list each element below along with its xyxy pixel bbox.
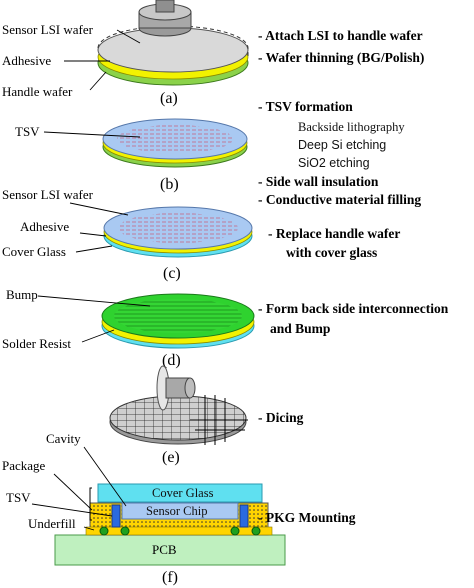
- step-b: TSV (b) - TSV formation Backside lithogr…: [15, 99, 421, 207]
- step-a: Sensor LSI wafer Adhesive Handle wafer (…: [2, 0, 424, 107]
- label-sensor-lsi-wafer-a: Sensor LSI wafer: [2, 22, 94, 37]
- step-c: Sensor LSI wafer Adhesive Cover Glass (c…: [2, 187, 400, 282]
- leader-resist-d: [81, 329, 115, 343]
- leader-cavity-f: [83, 446, 127, 507]
- note-e-1: - Dicing: [258, 410, 304, 425]
- label-sensor-lsi-wafer-c: Sensor LSI wafer: [2, 187, 94, 202]
- note-a-1: - Attach LSI to handle wafer: [258, 28, 423, 43]
- solder-bump: [251, 526, 261, 536]
- dicing-spindle-end: [184, 377, 196, 399]
- label-adhesive-a: Adhesive: [2, 53, 51, 68]
- step-d: Bump Solder Resist (d) - Form back side …: [2, 287, 449, 369]
- note-b-2: - Side wall insulation: [258, 174, 379, 189]
- label-cavity-f: Cavity: [46, 431, 81, 446]
- leader-underfill-f: [83, 526, 95, 531]
- note-c-2: with cover glass: [286, 245, 377, 260]
- tsv-post: [111, 504, 121, 528]
- label-pcb-f: PCB: [152, 542, 177, 557]
- solder-bump: [230, 526, 240, 536]
- caption-a: (a): [160, 90, 178, 107]
- leader-handle-a: [89, 71, 107, 91]
- pcb: [54, 534, 286, 566]
- subnote-b-3: SiO2 etching: [298, 156, 370, 170]
- caption-e: (e): [162, 449, 180, 466]
- cover-glass-f: [97, 483, 263, 503]
- solder-bump: [120, 526, 130, 536]
- note-d-2: and Bump: [270, 321, 330, 336]
- caption-b: (b): [160, 176, 179, 193]
- leader-sensor-a: [116, 29, 141, 44]
- note-b-1: - TSV formation: [258, 99, 353, 114]
- note-b-3: - Conductive material filling: [258, 192, 421, 207]
- label-sensor-chip-f: Sensor Chip: [146, 504, 207, 518]
- label-adhesive-c: Adhesive: [20, 219, 69, 234]
- leader-tsv-b: [43, 131, 141, 138]
- leader-tsv-f: [31, 503, 113, 517]
- label-package-f: Package: [2, 458, 46, 473]
- subnote-b-1: Backside lithography: [298, 120, 405, 134]
- diced-wafer-e: [109, 395, 247, 441]
- leader-sensor-c: [69, 202, 129, 216]
- leader-cover-c: [75, 245, 113, 253]
- label-tsv-b: TSV: [15, 124, 40, 139]
- note-a-2: - Wafer thinning (BG/Polish): [258, 50, 424, 65]
- leader-adhesive-c: [79, 232, 107, 237]
- tsv-pattern-c: [118, 213, 238, 243]
- sensor-chip: [121, 502, 239, 520]
- subnote-b-2: Deep Si etching: [298, 138, 386, 152]
- label-tsv-f: TSV: [6, 490, 31, 505]
- label-underfill-f: Underfill: [28, 516, 76, 531]
- caption-c: (c): [163, 265, 181, 282]
- solder-bump: [99, 526, 109, 536]
- underfill-layer: [85, 526, 273, 536]
- label-bump-d: Bump: [6, 287, 38, 302]
- label-cover-glass-f: Cover Glass: [152, 486, 214, 500]
- caption-d: (d): [162, 352, 181, 369]
- leader-bump-d: [37, 295, 151, 307]
- note-c-1: - Replace handle wafer: [268, 226, 400, 241]
- tsv-pattern-b: [117, 125, 233, 153]
- leader-package-f: [53, 473, 93, 511]
- chuck-shaft: [155, 0, 175, 13]
- tsv-post: [239, 504, 249, 528]
- label-handle-wafer-a: Handle wafer: [2, 84, 73, 99]
- cavity-bracket: [89, 487, 92, 521]
- step-e: (e) - Dicing: [109, 365, 304, 466]
- bump-array-d: [114, 299, 242, 333]
- note-d-1: - Form back side interconnection: [258, 301, 449, 316]
- label-cover-glass-c: Cover Glass: [2, 244, 66, 259]
- note-f-1: - PKG Mounting: [258, 510, 356, 525]
- label-solder-resist-d: Solder Resist: [2, 336, 71, 351]
- caption-f: (f): [162, 569, 178, 586]
- step-f: Cover Glass Sensor Chip PCB Cavity Packa…: [2, 431, 356, 586]
